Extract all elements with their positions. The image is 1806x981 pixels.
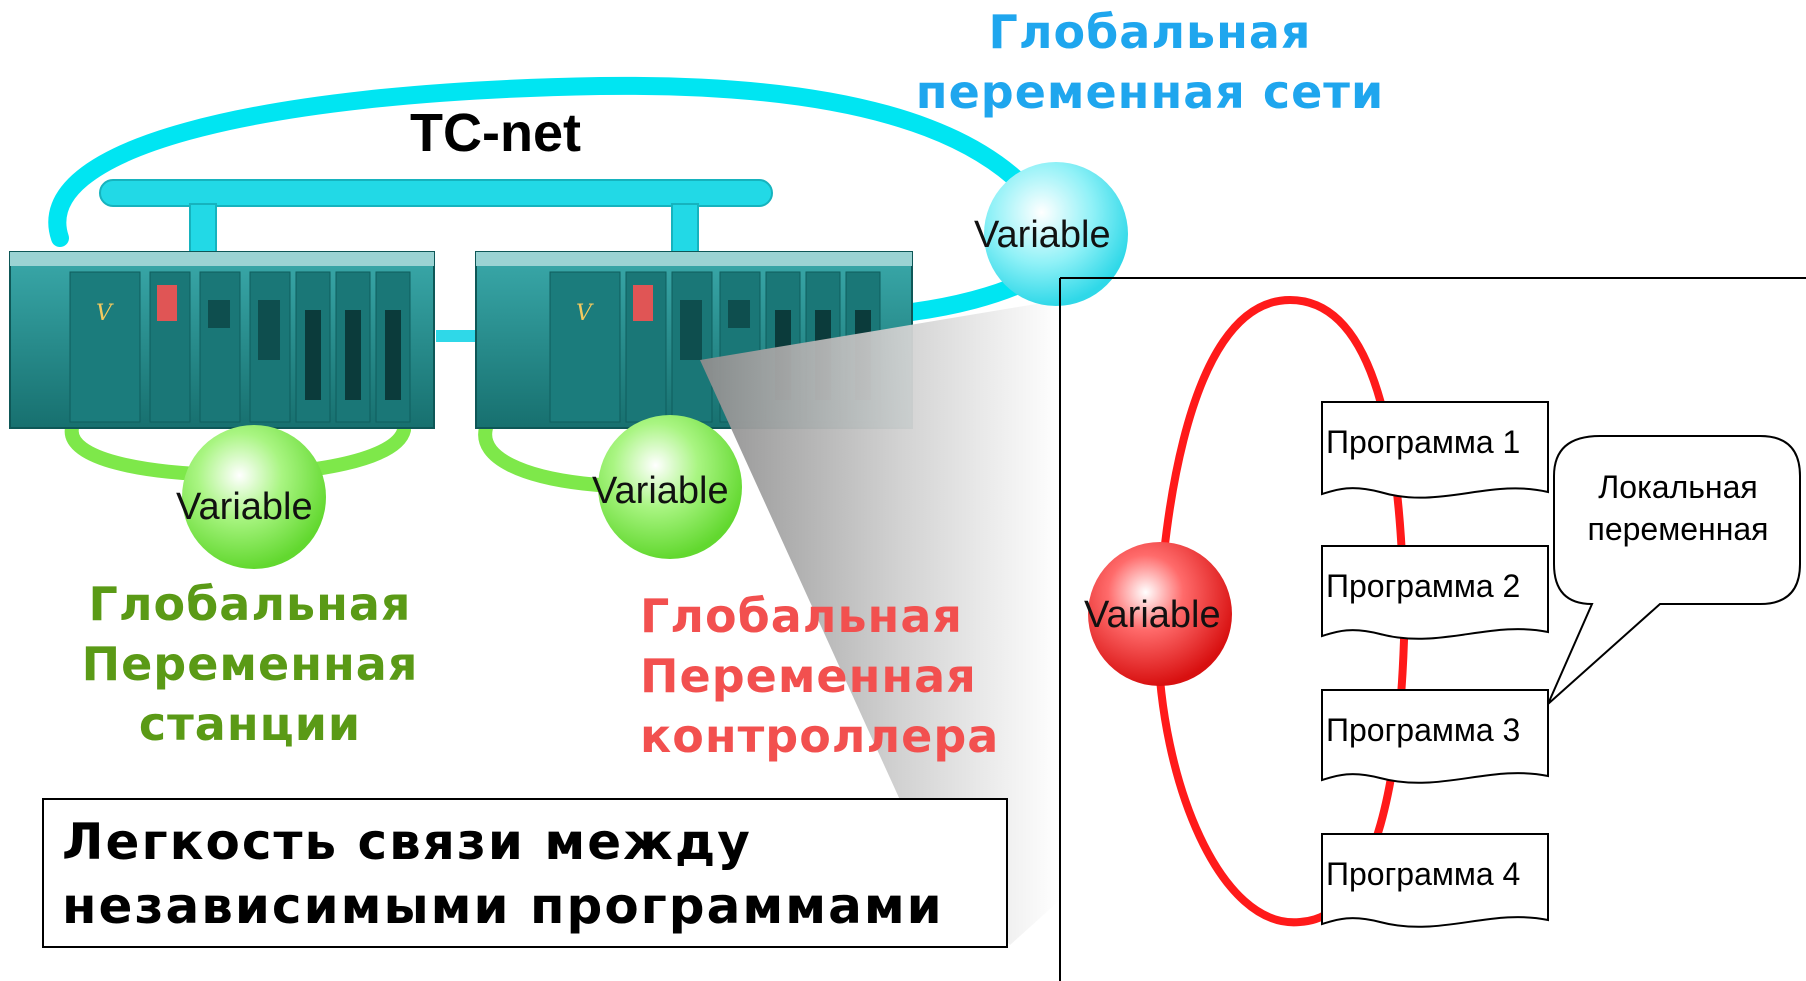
controller-line3: контроллера bbox=[640, 709, 1000, 763]
zoom-projection bbox=[700, 300, 1060, 945]
station-line3: станции bbox=[138, 697, 362, 751]
callout-line1: Локальная bbox=[1598, 469, 1758, 505]
program-label-4: Программа 4 bbox=[1326, 856, 1521, 892]
tcnet-label: TC-net bbox=[410, 103, 581, 163]
program-variable-sphere bbox=[1088, 542, 1232, 686]
program-label-3: Программа 3 bbox=[1326, 712, 1521, 748]
program-doc-2 bbox=[1321, 545, 1549, 640]
program-doc-4 bbox=[1321, 833, 1549, 928]
summary-text: Легкость связи между независимыми програ… bbox=[62, 810, 944, 938]
controller-variable-label: Variable bbox=[592, 470, 729, 512]
program-label-2: Программа 2 bbox=[1326, 568, 1521, 604]
controller-global-heading: Глобальная Переменная контроллера bbox=[640, 586, 1040, 766]
controller-line2: Переменная bbox=[640, 649, 977, 703]
summary-box: Легкость связи между независимыми програ… bbox=[42, 798, 1008, 948]
plc-link bbox=[436, 330, 478, 342]
summary-line2: независимыми программами bbox=[62, 877, 944, 935]
station-variable-sphere bbox=[182, 425, 326, 569]
local-variable-callout bbox=[1547, 435, 1801, 705]
program-label-1: Программа 1 bbox=[1326, 424, 1521, 460]
station-line2: Переменная bbox=[81, 637, 419, 691]
callout-line2: переменная bbox=[1587, 511, 1769, 547]
svg-text:V: V bbox=[96, 301, 114, 326]
network-variable-label: Variable bbox=[974, 214, 1111, 256]
network-variable-sphere bbox=[984, 162, 1128, 306]
plc-rack-1: V bbox=[9, 251, 435, 429]
program-doc-1 bbox=[1321, 401, 1549, 499]
program-variable-label: Variable bbox=[1084, 594, 1221, 636]
station-line1: Глобальная bbox=[88, 577, 412, 631]
svg-text:V: V bbox=[576, 301, 594, 326]
callout-text: Локальная переменная bbox=[1560, 466, 1796, 550]
summary-line1: Легкость связи между bbox=[62, 813, 752, 871]
network-global-heading: Глобальная переменная сети bbox=[870, 2, 1430, 122]
controller-variable-sphere bbox=[598, 415, 742, 559]
station-variable-label: Variable bbox=[176, 486, 313, 528]
program-doc-3 bbox=[1321, 689, 1549, 784]
controller-line1: Глобальная bbox=[640, 589, 963, 643]
tcnet-bus bbox=[99, 179, 773, 255]
network-global-line1: Глобальная bbox=[988, 5, 1312, 59]
network-global-line2: переменная сети bbox=[915, 65, 1385, 119]
station-global-heading: Глобальная Переменная станции bbox=[40, 574, 460, 754]
